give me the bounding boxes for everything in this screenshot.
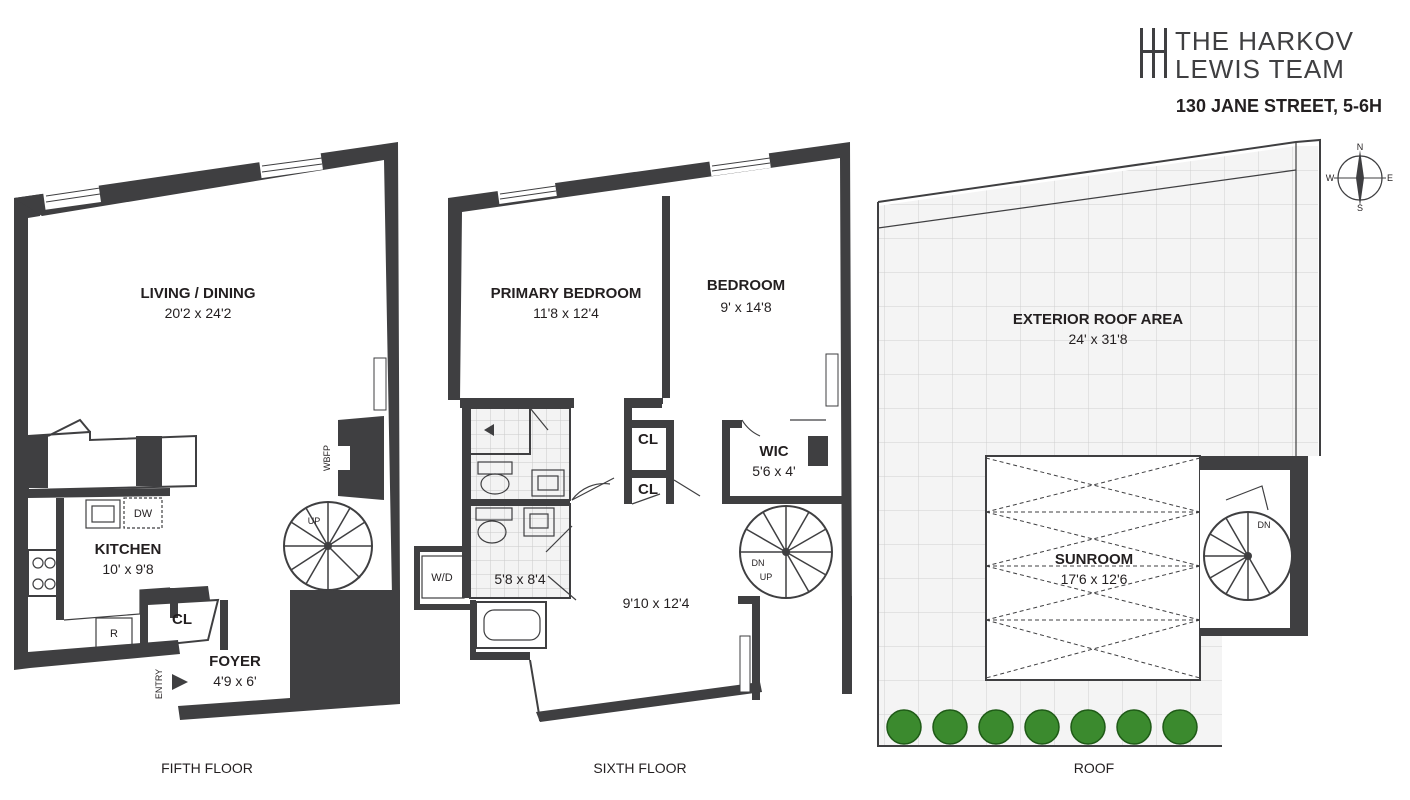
- hall-dim: 9'10 x 12'4: [623, 595, 690, 611]
- washer-dryer-label: W/D: [431, 572, 452, 584]
- roof-plan: [877, 138, 1321, 747]
- sunroom-dim: 17'6 x 12'6: [1061, 571, 1128, 587]
- sixth-stair-up-label: UP: [760, 572, 773, 582]
- compass-icon: [1334, 150, 1386, 206]
- foyer-dim: 4'9 x 6': [213, 673, 256, 689]
- sunroom-name: SUNROOM: [1055, 551, 1133, 568]
- foyer-name: FOYER: [209, 653, 261, 670]
- wic-name: WIC: [759, 443, 788, 460]
- bedroom-name: BEDROOM: [707, 277, 785, 294]
- sixth-closet-2-label: CL: [638, 481, 658, 498]
- refrigerator-label: R: [110, 628, 118, 640]
- wbfp-label: WBFP: [322, 445, 332, 471]
- compass-w: W: [1326, 173, 1335, 183]
- dishwasher-label: DW: [134, 508, 153, 520]
- exterior-roof-name: EXTERIOR ROOF AREA: [1013, 311, 1183, 328]
- brand-line-1: THE HARKOV: [1175, 26, 1354, 56]
- compass-n: N: [1357, 142, 1364, 152]
- sixth-stair-dn-label: DN: [752, 558, 765, 568]
- primary-bedroom-name: PRIMARY BEDROOM: [491, 285, 642, 302]
- entry-arrow-icon: [172, 674, 188, 690]
- wic-dim: 5'6 x 4': [752, 463, 795, 479]
- sixth-floor-label: SIXTH FLOOR: [593, 760, 686, 776]
- compass-e: E: [1387, 173, 1393, 183]
- property-address: 130 JANE STREET, 5-6H: [1176, 96, 1382, 116]
- fifth-closet-label: CL: [172, 611, 192, 628]
- brand-line-2: LEWIS TEAM: [1175, 54, 1345, 84]
- entry-label: ENTRY: [154, 669, 164, 699]
- roof-label: ROOF: [1074, 760, 1114, 776]
- living-dining-dim: 20'2 x 24'2: [165, 305, 232, 321]
- sixth-closet-1-label: CL: [638, 431, 658, 448]
- spiral-stair: [283, 501, 373, 591]
- fifth-floor-plan: [14, 142, 400, 720]
- fifth-stair-up-label: UP: [308, 516, 321, 526]
- primary-bedroom-dim: 11'8 x 12'4: [533, 305, 599, 321]
- kitchen-dim: 10' x 9'8: [102, 561, 153, 577]
- compass-s: S: [1357, 203, 1363, 213]
- bath-dim: 5'8 x 8'4: [494, 571, 545, 587]
- fifth-floor-label: FIFTH FLOOR: [161, 760, 253, 776]
- spiral-stair-sixth: [739, 505, 833, 599]
- planters: [886, 709, 1198, 745]
- roof-stair-dn-label: DN: [1258, 520, 1271, 530]
- living-dining-name: LIVING / DINING: [140, 285, 255, 302]
- exterior-roof-dim: 24' x 31'8: [1068, 331, 1127, 347]
- brand-logo: [1140, 28, 1167, 78]
- kitchen-name: KITCHEN: [95, 541, 162, 558]
- spiral-stair-roof: [1203, 485, 1293, 601]
- bedroom-dim: 9' x 14'8: [720, 299, 771, 315]
- sixth-floor-plan: [414, 142, 852, 722]
